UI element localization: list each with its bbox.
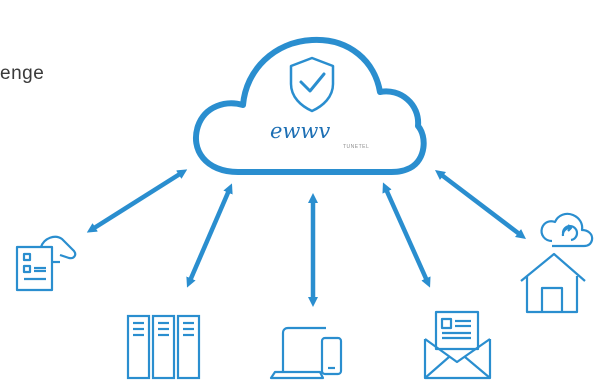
arrow-to-home: [435, 169, 526, 240]
document-clipboard-icon: [15, 235, 77, 292]
brand-subtitle: TUNETEL: [343, 144, 369, 150]
arrow-to-document: [86, 169, 188, 233]
brand-logo: ewwv: [270, 119, 330, 143]
mail-icon: [423, 310, 492, 380]
devices-icon: [269, 326, 343, 380]
partial-heading-text: enge: [0, 63, 45, 84]
server-rack-icon: [126, 314, 201, 380]
cloud-home-icon: [520, 212, 594, 314]
shield-check-icon: [289, 56, 335, 113]
cloud-icon: [193, 36, 427, 175]
arrow-to-mail: [382, 182, 431, 288]
arrow-to-server: [186, 183, 233, 288]
